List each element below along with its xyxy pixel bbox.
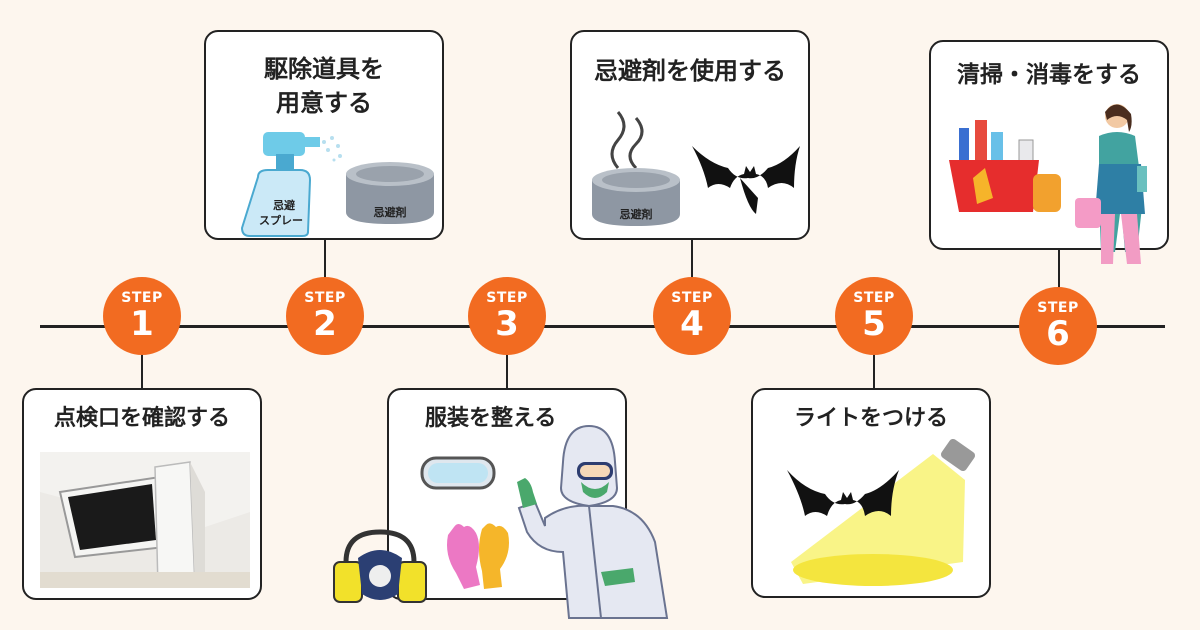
cleaning-supplies-icon [949, 120, 1061, 212]
step-4-title: 忌避剤を使用する [594, 57, 786, 85]
spray-label-1: 忌避 [273, 199, 295, 212]
repellent-can-icon [592, 168, 680, 226]
step-label: STEP [671, 290, 713, 306]
step-5-card: ライトをつける [751, 388, 991, 598]
step-1-card: 点検口を確認する [22, 388, 262, 600]
step-label: STEP [853, 290, 895, 306]
step-1-badge: STEP 1 [103, 277, 181, 355]
goggles-icon [420, 456, 496, 490]
repellent-can-icon [346, 162, 434, 224]
step-number: 5 [862, 304, 886, 344]
step-6-title: 清掃・消毒をする [957, 62, 1141, 88]
step-1-title: 点検口を確認する [53, 406, 230, 431]
connector-6 [1058, 250, 1060, 292]
step-2-card: 駆除道具を 用意する 忌避 スプレー 忌避剤 [204, 30, 444, 240]
step-label: STEP [121, 290, 163, 306]
step-number: 4 [680, 304, 704, 344]
step-label: STEP [1037, 300, 1079, 316]
step-number: 3 [495, 304, 519, 344]
step-6-card: 清掃・消毒をする [929, 40, 1169, 264]
can-label: 忌避剤 [373, 206, 407, 219]
connector-1 [141, 348, 143, 390]
bat-icon [692, 146, 800, 214]
step-2-badge: STEP 2 [286, 277, 364, 355]
gloves-icon [447, 523, 509, 589]
step-2-title-line1: 駆除道具を [264, 55, 384, 83]
step-5-title: ライトをつける [793, 406, 948, 431]
timeline-line [40, 325, 1165, 328]
hazmat-worker-icon [517, 424, 669, 619]
step-label: STEP [304, 290, 346, 306]
spray-label-2: スプレー [259, 214, 303, 227]
spray-bottle-icon [240, 132, 342, 237]
step-3-badge: STEP 3 [468, 277, 546, 355]
connector-4 [691, 240, 693, 282]
step-4-badge: STEP 4 [653, 277, 731, 355]
bat-icon [787, 470, 899, 516]
step-5-badge: STEP 5 [835, 277, 913, 355]
can-label: 忌避剤 [619, 208, 653, 221]
step-number: 1 [130, 304, 154, 344]
flashlight-icon [791, 438, 976, 586]
step-4-card: 忌避剤を使用する 忌避剤 [570, 30, 810, 240]
smoke-icon [610, 111, 644, 170]
ceiling-hatch-photo [40, 452, 250, 588]
step-number: 6 [1046, 314, 1070, 354]
connector-3 [506, 348, 508, 390]
connector-5 [873, 348, 875, 390]
step-6-badge: STEP 6 [1019, 287, 1097, 365]
respirator-icon [333, 529, 427, 603]
step-label: STEP [486, 290, 528, 306]
step-3-title: 服装を整える [425, 406, 557, 431]
step-number: 2 [313, 304, 337, 344]
cleaner-woman-icon [1075, 104, 1147, 264]
step-2-title-line2: 用意する [276, 89, 372, 117]
connector-2 [324, 240, 326, 282]
